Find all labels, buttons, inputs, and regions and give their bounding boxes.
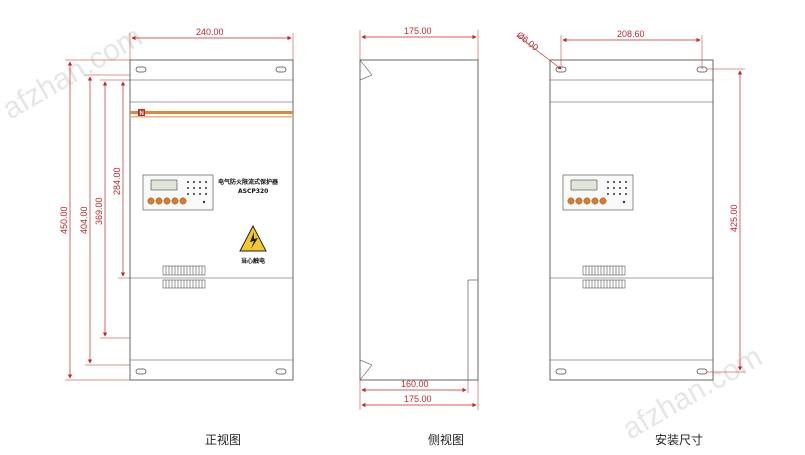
lcd-display (150, 179, 178, 191)
dim-front-width: 240.00 (196, 27, 224, 37)
front-view-caption: 正视图 (205, 432, 241, 447)
knob-5 (179, 197, 187, 205)
knob-3 (163, 197, 171, 205)
dim-install-height: 425.00 (729, 204, 739, 232)
dim-front-height-4: 284.00 (112, 167, 122, 195)
install-cabinet (549, 59, 714, 381)
mount-slot-bl (135, 368, 147, 375)
terminal-block-lower (162, 279, 206, 289)
terminal-block-upper (162, 265, 206, 276)
indicator-leds (187, 181, 207, 204)
logo-mark: N (140, 111, 144, 117)
dim-hole-diameter: Ø6.00 (515, 30, 540, 53)
knob-1 (147, 197, 155, 205)
knob-4 (171, 197, 179, 205)
dim-hole-spacing: 208.60 (617, 29, 645, 39)
watermark-left: afzhan.com (0, 20, 148, 126)
dim-side-top: 175.00 (404, 26, 432, 36)
mount-slot-tr (275, 66, 287, 73)
install-view: Ø6.00 208.60 425.00 安装尺寸 (515, 29, 745, 447)
dim-front-height-3: 369.00 (94, 197, 104, 225)
logo-icon (138, 109, 145, 116)
knob-2 (155, 197, 163, 205)
dim-side-bottom: 175.00 (404, 394, 432, 404)
install-view-caption: 安装尺寸 (655, 432, 703, 447)
panel-title: 电气防火限流式保护器 (218, 178, 279, 186)
front-view: N 电气防火限流式保护器 ASCP320 当心触电 (59, 27, 294, 447)
mount-slot-tl (135, 66, 147, 73)
dim-front-height-2: 404.00 (79, 206, 89, 234)
model-number: ASCP320 (238, 188, 268, 195)
dim-side-bottom-inner: 160.00 (401, 379, 429, 389)
side-view-caption: 侧视图 (428, 432, 464, 447)
side-view: 175.00 160.00 175.00 侧视图 (359, 26, 479, 447)
mount-slot-br (275, 368, 287, 375)
warning-text: 当心触电 (241, 257, 265, 265)
dim-front-height-total: 450.00 (59, 206, 69, 234)
brand-stripe (130, 111, 293, 114)
side-cabinet (359, 59, 479, 381)
front-cabinet (129, 59, 294, 381)
